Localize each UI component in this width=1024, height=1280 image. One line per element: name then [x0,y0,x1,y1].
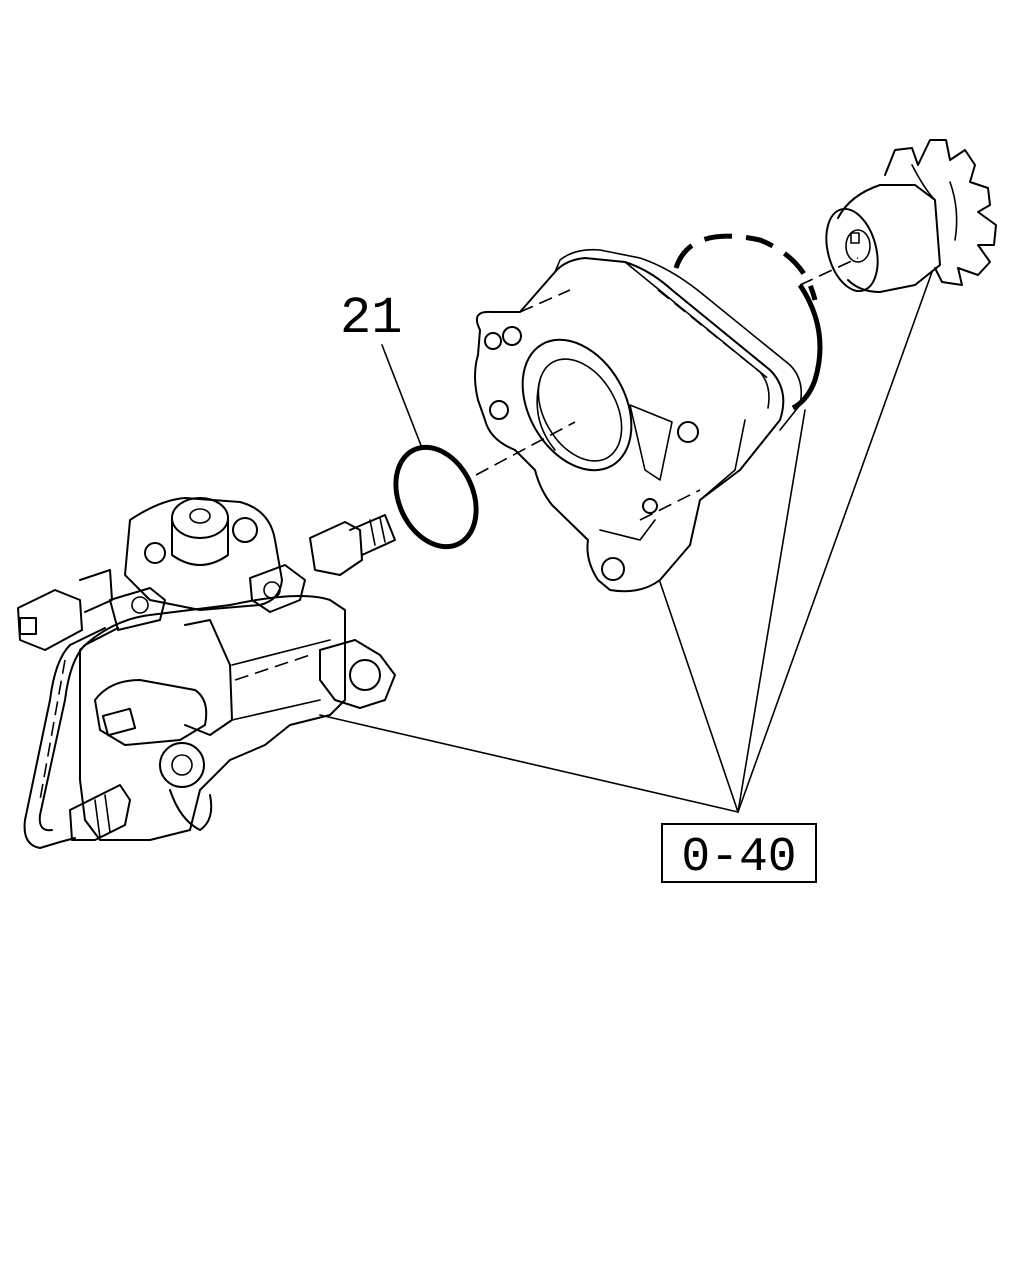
callout-21-leader [381,344,423,449]
fuel-injection-pump [17,497,396,849]
reference-leaders [319,271,933,813]
drive-gear [825,139,997,293]
pump-adapter-housing [474,248,803,593]
callout-21-label: 21 [340,289,402,348]
reference-box [661,823,817,883]
reference-box-label: 0-40 [681,831,796,885]
center-axis-line [475,421,576,476]
center-axis-line-2 [799,257,859,286]
snap-ring [673,233,823,411]
o-ring [393,444,479,550]
